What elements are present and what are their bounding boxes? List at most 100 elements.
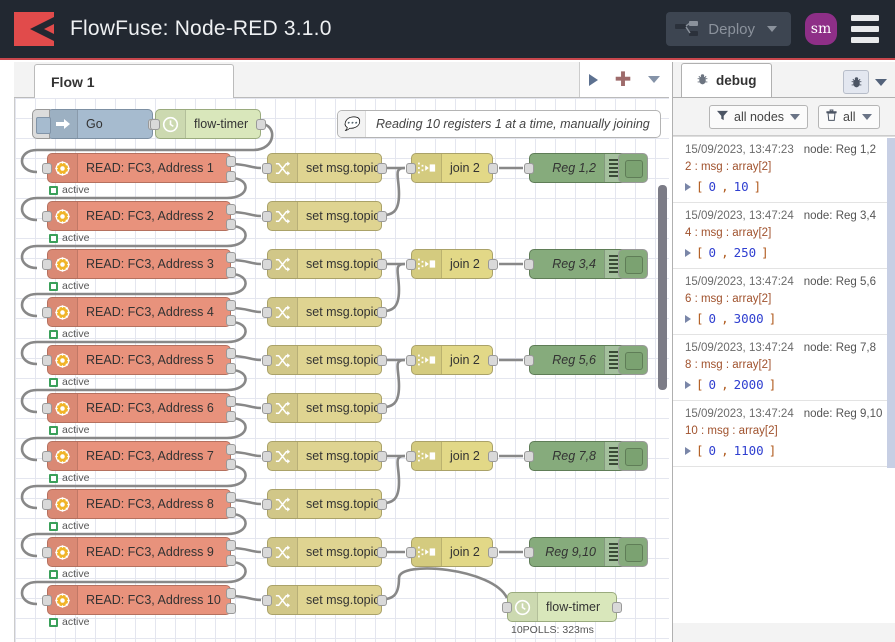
debug-node[interactable]: Reg 7,8 [524, 441, 648, 471]
chevron-down-icon[interactable] [790, 113, 801, 120]
input-port[interactable] [42, 355, 52, 366]
output-port[interactable] [488, 355, 498, 366]
read-node[interactable]: READ: FC3, Address 4 [42, 297, 236, 327]
inject-trigger-button[interactable] [32, 109, 51, 139]
filter-all-nodes-button[interactable]: all nodes [709, 104, 809, 129]
output-port-1[interactable] [226, 396, 236, 407]
tab-debug[interactable]: debug [681, 63, 772, 97]
debug-node[interactable]: Reg 3,4 [524, 249, 648, 279]
read-node[interactable]: READ: FC3, Address 2 [42, 201, 236, 231]
input-port[interactable] [262, 403, 272, 414]
output-port-1[interactable] [226, 588, 236, 599]
output-port-1[interactable] [226, 156, 236, 167]
canvas-scrollbar[interactable] [658, 98, 667, 642]
input-port[interactable] [42, 595, 52, 606]
input-port[interactable] [406, 259, 416, 270]
input-port[interactable] [262, 547, 272, 558]
join-node[interactable]: join 2 [406, 537, 498, 567]
input-port[interactable] [502, 602, 512, 613]
output-port[interactable] [488, 163, 498, 174]
input-port[interactable] [406, 355, 416, 366]
output-port[interactable] [377, 403, 387, 414]
comment-node[interactable]: 💬 Reading 10 registers 1 at a time, manu… [337, 110, 661, 138]
input-port[interactable] [262, 307, 272, 318]
output-port[interactable] [377, 547, 387, 558]
timer-node-top[interactable]: flow-timer [150, 109, 266, 139]
output-port-2[interactable] [226, 363, 236, 374]
change-node[interactable]: set msg.topic [262, 585, 387, 615]
deploy-caret-icon[interactable] [767, 26, 777, 32]
change-node[interactable]: set msg.topic [262, 153, 387, 183]
expand-arrow-icon[interactable] [685, 182, 691, 191]
output-port-2[interactable] [226, 171, 236, 182]
output-port-1[interactable] [226, 540, 236, 551]
input-port[interactable] [42, 403, 52, 414]
read-node[interactable]: READ: FC3, Address 9 [42, 537, 236, 567]
debug-toggle-button[interactable] [618, 441, 648, 471]
sidebar-scrollbar[interactable] [887, 138, 895, 582]
input-port[interactable] [42, 499, 52, 510]
output-port-2[interactable] [226, 411, 236, 422]
input-port[interactable] [524, 163, 534, 174]
join-node[interactable]: join 2 [406, 345, 498, 375]
output-port-1[interactable] [226, 300, 236, 311]
output-port-1[interactable] [226, 252, 236, 263]
join-node[interactable]: join 2 [406, 249, 498, 279]
input-port[interactable] [524, 355, 534, 366]
join-node[interactable]: join 2 [406, 441, 498, 471]
play-icon[interactable] [588, 73, 598, 86]
read-node[interactable]: READ: FC3, Address 10 [42, 585, 236, 615]
timer-node-bottom[interactable]: flow-timer [502, 592, 622, 622]
output-port[interactable] [377, 595, 387, 606]
read-node[interactable]: READ: FC3, Address 6 [42, 393, 236, 423]
chevron-down-icon[interactable] [861, 113, 872, 120]
debug-toggle-button[interactable] [618, 345, 648, 375]
debug-message-value[interactable]: [0,2000] [685, 377, 885, 392]
output-port[interactable] [377, 259, 387, 270]
input-port[interactable] [262, 211, 272, 222]
change-node[interactable]: set msg.topic [262, 489, 387, 519]
input-port[interactable] [262, 499, 272, 510]
expand-arrow-icon[interactable] [685, 248, 691, 257]
input-port[interactable] [406, 163, 416, 174]
main-menu-button[interactable] [851, 15, 879, 43]
input-port[interactable] [262, 355, 272, 366]
output-port-1[interactable] [226, 444, 236, 455]
flow-canvas[interactable]: Go flow-timer 💬 Reading 10 registers 1 a… [14, 98, 669, 642]
debug-toggle-button[interactable] [618, 537, 648, 567]
clear-all-button[interactable]: all [818, 104, 880, 129]
output-port[interactable] [488, 451, 498, 462]
change-node[interactable]: set msg.topic [262, 537, 387, 567]
output-port[interactable] [256, 119, 266, 130]
output-port[interactable] [488, 259, 498, 270]
output-port-1[interactable] [226, 492, 236, 503]
input-port[interactable] [262, 163, 272, 174]
input-port[interactable] [262, 259, 272, 270]
debug-node[interactable]: Reg 1,2 [524, 153, 648, 183]
input-port[interactable] [42, 307, 52, 318]
debug-toggle-button[interactable] [618, 153, 648, 183]
input-port[interactable] [42, 211, 52, 222]
input-port[interactable] [42, 451, 52, 462]
input-port[interactable] [524, 259, 534, 270]
debug-node[interactable]: Reg 9,10 [524, 537, 648, 567]
chevron-down-icon[interactable] [648, 76, 661, 83]
output-port[interactable] [377, 307, 387, 318]
input-port[interactable] [42, 163, 52, 174]
input-port[interactable] [150, 119, 160, 130]
input-port[interactable] [262, 451, 272, 462]
output-port-2[interactable] [226, 459, 236, 470]
change-node[interactable]: set msg.topic [262, 297, 387, 327]
input-port[interactable] [42, 547, 52, 558]
read-node[interactable]: READ: FC3, Address 7 [42, 441, 236, 471]
expand-arrow-icon[interactable] [685, 446, 691, 455]
change-node[interactable]: set msg.topic [262, 441, 387, 471]
read-node[interactable]: READ: FC3, Address 5 [42, 345, 236, 375]
input-port[interactable] [42, 259, 52, 270]
output-port[interactable] [377, 499, 387, 510]
change-node[interactable]: set msg.topic [262, 249, 387, 279]
output-port[interactable] [377, 211, 387, 222]
